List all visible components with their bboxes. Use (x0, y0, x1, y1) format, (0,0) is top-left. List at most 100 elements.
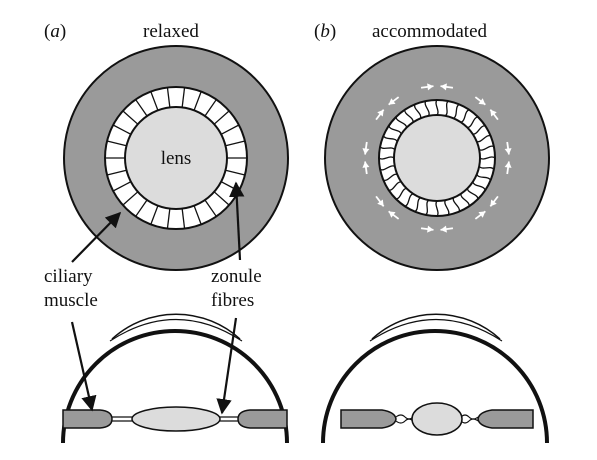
contraction-arrow-head (388, 98, 396, 105)
contraction-arrow-head (440, 225, 447, 233)
zonule-fibre-slack (379, 165, 396, 171)
panel-b-label: (b) (314, 21, 336, 42)
zonule-fibre-slack (444, 199, 450, 216)
zonule-fibre-slack (435, 200, 439, 217)
zonule-fibre (225, 140, 246, 147)
contraction-arrow-head (490, 199, 497, 207)
eye-wall-accommodated (321, 329, 549, 444)
ciliary-arrow-down (70, 321, 97, 412)
contraction-arrow-head (427, 83, 434, 91)
zonule-fibre (181, 87, 186, 108)
zonule-fibre-slack (460, 193, 470, 207)
contraction-arrow-head (362, 161, 370, 168)
ciliary-muscle-left-accommodated (340, 409, 397, 429)
zonule-fibre (213, 191, 230, 206)
zonule-fibre-slack (378, 156, 395, 160)
zonule-fibre (150, 91, 159, 111)
contraction-arrow-head (362, 148, 370, 155)
panel-a-label: (a) (44, 21, 66, 42)
zonule-fibres-relaxed (105, 87, 247, 229)
zonule-fibre-slack (404, 193, 414, 207)
zonule-fibre-slack (425, 199, 430, 216)
lens-label: lens (161, 148, 192, 169)
zonule-fibre-slack (383, 173, 398, 182)
contraction-arrow-head (478, 211, 486, 218)
zonule-fibre (181, 208, 186, 229)
zonule-fibre (225, 169, 246, 176)
zonule-fibre (150, 205, 159, 225)
cornea-outer-accommodated (369, 319, 503, 342)
panel-b-title: accommodated (372, 21, 488, 42)
ciliary-arrow-up (71, 211, 122, 263)
zonule-fibre (166, 208, 171, 229)
zonule-fibre-slack (404, 109, 414, 123)
zonule-fibre (204, 99, 217, 117)
cornea-outer-relaxed (109, 319, 243, 342)
zonule-fibre-slack (466, 188, 479, 200)
zonule-fibre-slack (388, 181, 402, 191)
zonule-left-slack-top (395, 414, 414, 420)
contraction-arrow-head (478, 98, 486, 105)
contraction-arrows (362, 83, 512, 233)
eye-wall-relaxed (61, 329, 289, 444)
zonule-fibre (106, 140, 127, 147)
zonule-fibres-slack (378, 99, 496, 217)
contraction-arrow-head (427, 225, 434, 233)
ciliary-muscle-right-accommodated (477, 409, 534, 429)
zonule-fibre (166, 87, 171, 108)
zonule-fibre-slack (379, 146, 396, 151)
zonule-fibre-slack (388, 125, 402, 135)
zonule-fibre (135, 199, 148, 217)
zonule-fibre (193, 205, 202, 225)
zonule-label-line2: fibres (211, 290, 254, 311)
zonule-label-line1: zonule (211, 266, 262, 287)
zonule-fibre-slack (478, 165, 495, 170)
zonule-right-slack-bottom (460, 418, 479, 424)
contraction-arrow-head (440, 83, 447, 91)
zonule-fibre (122, 110, 139, 125)
zonule-fibre-slack (414, 197, 421, 213)
ciliary-muscle-left-relaxed (62, 409, 113, 429)
lens-relaxed (124, 106, 228, 210)
zonule-right-slack-top (460, 414, 479, 420)
contraction-arrow-head (504, 148, 512, 155)
zonule-fibre-slack (472, 125, 486, 135)
zonule-fibre-slack (395, 116, 408, 128)
zonule-fibre-slack (453, 103, 460, 119)
zonule-fibre-slack (452, 197, 461, 212)
zonule-fibre-slack (382, 135, 398, 142)
zonule-fibre-slack (413, 104, 422, 119)
zonule-fibre-slack (478, 145, 495, 151)
contraction-arrow-head (377, 109, 384, 117)
contraction-arrow-head (504, 161, 512, 168)
zonule-fibre-slack (435, 99, 439, 116)
cornea-inner-relaxed (111, 313, 241, 340)
ciliary-muscle-right-relaxed (237, 409, 288, 429)
contraction-arrow-head (377, 199, 384, 207)
zonule-fibre (204, 199, 217, 217)
accommodated-cross-section (321, 313, 549, 444)
ciliary-label-line2: muscle (44, 290, 98, 311)
zonule-fibre-slack (467, 116, 479, 129)
zonule-arrow-down (216, 317, 238, 415)
zonule-fibre-slack (479, 156, 496, 160)
contraction-arrow-head (490, 109, 497, 117)
zonule-left-slack-bottom (395, 418, 414, 424)
contraction-arrow-head (388, 211, 396, 218)
zonule-arrow-up (229, 181, 245, 261)
zonule-fibre-slack (395, 187, 407, 200)
zonule-fibre (112, 181, 132, 192)
zonule-fibre-slack (424, 100, 430, 117)
zonule-fibre-slack (476, 174, 492, 181)
zonule-fibre-slack (460, 109, 470, 123)
zonule-fibre-slack (444, 100, 449, 117)
zonule-fibre (135, 99, 148, 117)
zonule-fibre (122, 191, 139, 206)
zonule-fibre (112, 124, 132, 135)
zonule-fibre (220, 124, 240, 135)
zonule-fibre-slack (472, 181, 486, 191)
relaxed-cross-section (61, 313, 289, 444)
lens-section-accommodated (411, 402, 463, 436)
zonule-fibre (106, 169, 127, 176)
